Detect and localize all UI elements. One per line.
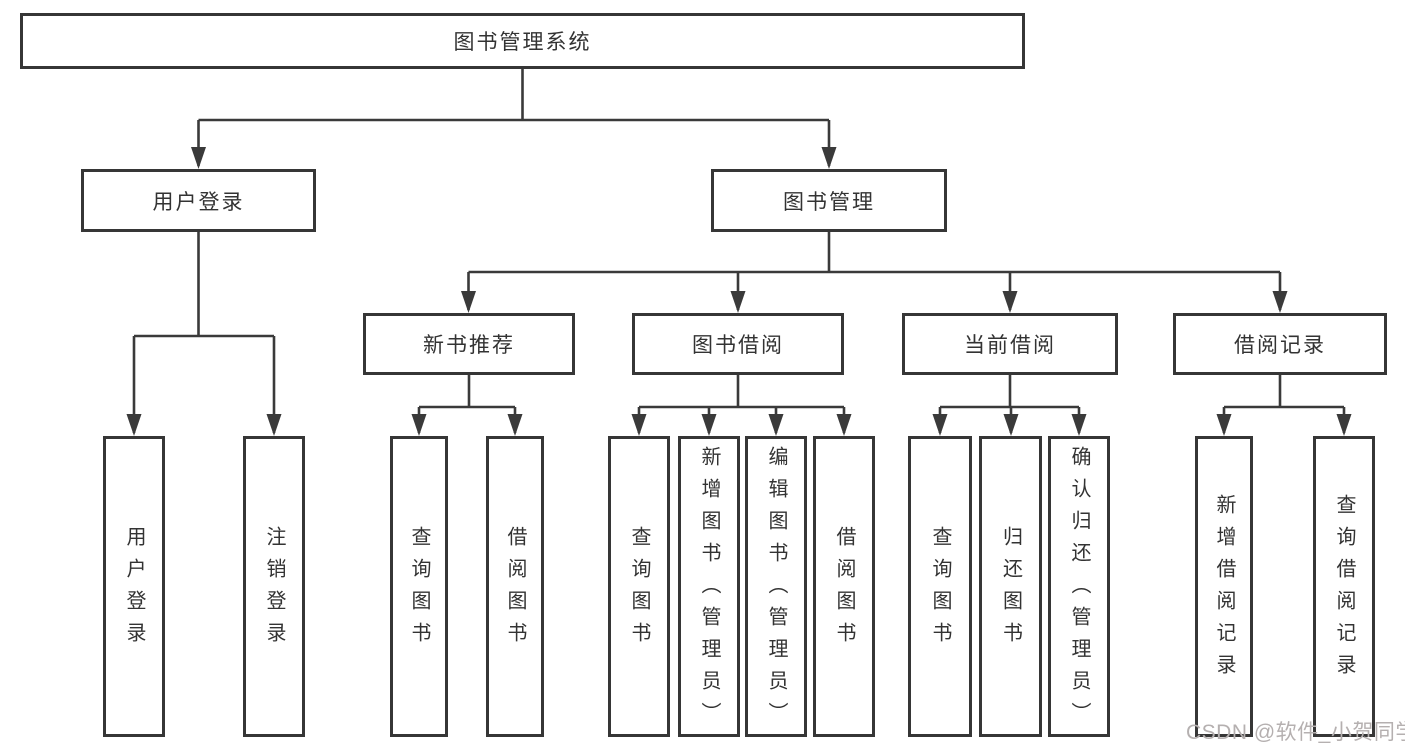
arrowhead xyxy=(1071,414,1087,436)
leaf-cb-return-books: 归还图书 xyxy=(979,436,1042,737)
connector-root-to-level2 xyxy=(191,69,837,169)
arrowhead xyxy=(126,414,142,436)
leaf-cb-confirm-return-admin: 确认归还（管理员） xyxy=(1048,436,1110,737)
node-borrowing-records: 借阅记录 xyxy=(1173,313,1387,375)
connector-user-login-children xyxy=(126,232,282,436)
leaf-user-login: 用户登录 xyxy=(103,436,165,737)
arrowhead xyxy=(411,414,427,436)
leaf-bb-edit-books-admin: 编辑图书（管理员） xyxy=(745,436,807,737)
node-book-management: 图书管理 xyxy=(711,169,947,232)
arrowhead xyxy=(1336,414,1352,436)
connector-book-mgmt-children xyxy=(461,232,1288,313)
node-current-borrowing: 当前借阅 xyxy=(902,313,1118,375)
node-user-login: 用户登录 xyxy=(81,169,316,232)
leaf-br-add-record: 新增借阅记录 xyxy=(1195,436,1253,737)
connector-book-borrow-children xyxy=(631,375,852,436)
connector-new-book-rec-children xyxy=(411,375,523,436)
arrowhead xyxy=(631,414,647,436)
arrowhead xyxy=(701,414,717,436)
arrowhead xyxy=(461,291,476,313)
leaf-nbr-query-books: 查询图书 xyxy=(390,436,448,737)
connector-current-borrow-children xyxy=(932,375,1087,436)
arrowhead xyxy=(1216,414,1232,436)
leaf-bb-add-books-admin: 新增图书（管理员） xyxy=(678,436,740,737)
leaf-nbr-borrow-books: 借阅图书 xyxy=(486,436,544,737)
arrowhead xyxy=(836,414,852,436)
arrowhead xyxy=(266,414,282,436)
arrowhead xyxy=(730,291,746,313)
arrowhead xyxy=(768,414,784,436)
arrowhead xyxy=(1003,414,1019,436)
connector-borrow-records-children xyxy=(1216,375,1352,436)
arrowhead xyxy=(191,147,206,169)
arrowhead xyxy=(507,414,523,436)
leaf-logout: 注销登录 xyxy=(243,436,305,737)
leaf-cb-query-books: 查询图书 xyxy=(908,436,972,737)
node-book-borrowing: 图书借阅 xyxy=(632,313,844,375)
arrowhead xyxy=(932,414,948,436)
arrowhead xyxy=(1002,291,1018,313)
node-new-book-recommend: 新书推荐 xyxy=(363,313,575,375)
csdn-watermark: CSDN @软件_小贺同学 xyxy=(1186,721,1405,744)
arrowhead xyxy=(821,147,837,169)
leaf-br-query-record: 查询借阅记录 xyxy=(1313,436,1375,737)
arrowhead xyxy=(1272,291,1288,313)
leaf-bb-borrow-books: 借阅图书 xyxy=(813,436,875,737)
node-root-library-system: 图书管理系统 xyxy=(20,13,1025,69)
leaf-bb-query-books: 查询图书 xyxy=(608,436,670,737)
